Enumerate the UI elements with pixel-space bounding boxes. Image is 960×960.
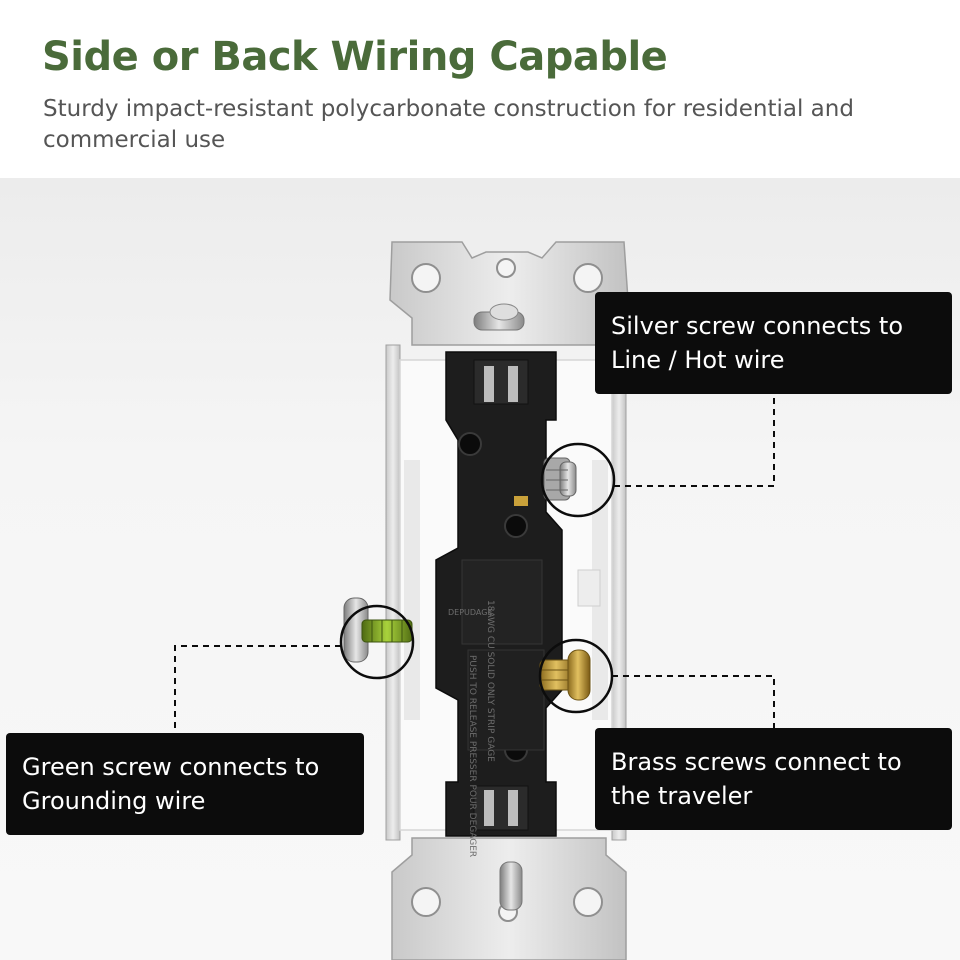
header: Side or Back Wiring Capable Sturdy impac… (0, 0, 960, 178)
callout-green-line1: Green screw connects to (22, 753, 320, 781)
silver-screw-icon (543, 457, 577, 501)
callout-brass-screw: Brass screws connect to the traveler (595, 728, 952, 830)
page-title: Side or Back Wiring Capable (42, 34, 668, 80)
mounting-screw-bottom (499, 861, 523, 911)
marking-side: DEPUDAGE (448, 608, 493, 617)
callout-brass-line2: the traveler (611, 782, 753, 810)
callout-brass-line1: Brass screws connect to (611, 748, 902, 776)
callout-green-screw: Green screw connects to Grounding wire (6, 733, 364, 835)
marking-lower: PUSH TO RELEASE PRESSER POUR DEGAGER (467, 655, 477, 857)
callout-silver-line1: Silver screw connects to (611, 312, 903, 340)
callout-silver-screw: Silver screw connects to Line / Hot wire (595, 292, 952, 394)
callout-green-line2: Grounding wire (22, 787, 206, 815)
page-subtitle: Sturdy impact-resistant polycarbonate co… (43, 96, 854, 153)
switch-body (435, 351, 563, 837)
mounting-screw-top (473, 303, 525, 331)
marking-upper: 18AWG CU SOLID ONLY STRIP GAGE (485, 600, 495, 762)
callout-silver-line2: Line / Hot wire (611, 346, 785, 374)
